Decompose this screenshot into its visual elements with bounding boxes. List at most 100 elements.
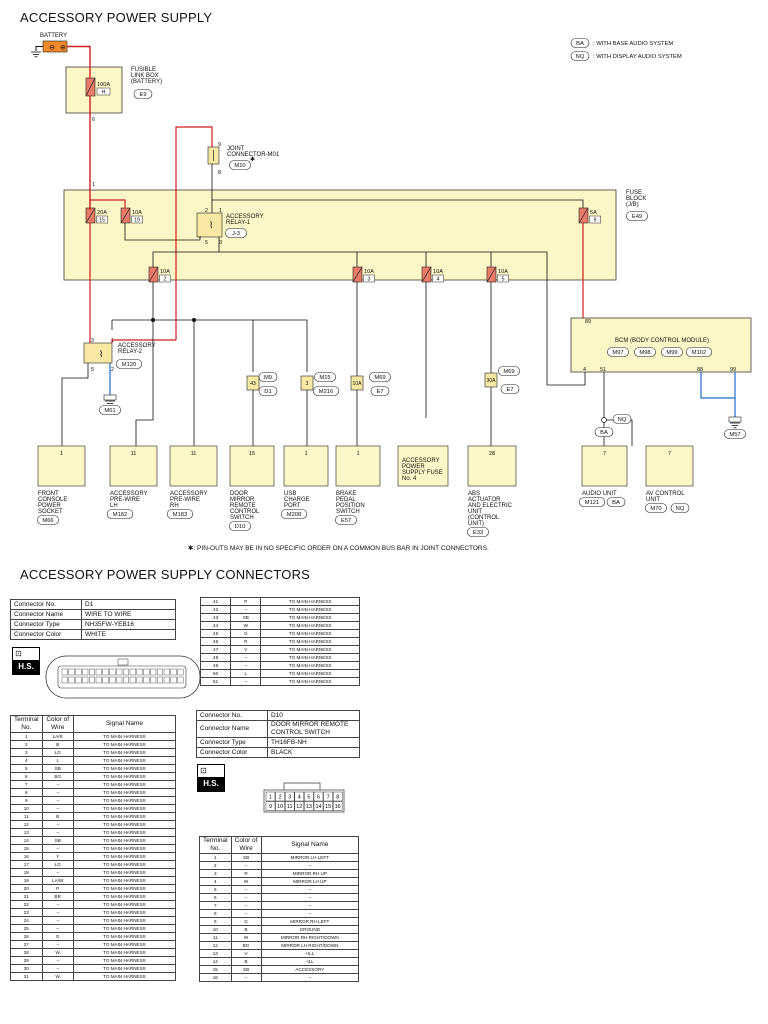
- bcm-connector-label: M98: [639, 350, 650, 356]
- table-cell: –: [230, 653, 262, 662]
- inline-connector-label: M216: [319, 389, 334, 395]
- star-icon: ✱: [250, 156, 255, 163]
- connector-cavity: [275, 791, 285, 802]
- table-cell: SB: [41, 764, 74, 773]
- bcm-connector: [607, 347, 629, 357]
- legend-text: : WITH DISPLAY AUDIO SYSTEM: [593, 54, 682, 60]
- table-cell: TO MAIN HARNESS: [72, 972, 177, 981]
- fuse-20a-amp: 20A: [97, 210, 107, 216]
- table-cell: 13: [199, 949, 232, 958]
- table-cell: –: [260, 885, 360, 894]
- table-cell: P: [41, 884, 74, 893]
- load-pin: 1: [356, 451, 359, 457]
- bcm-connector: [634, 347, 656, 357]
- table-cell: –: [260, 973, 360, 982]
- inline-connector: [500, 384, 520, 394]
- fuse-5a-9-slash: [578, 207, 589, 224]
- column-header: Terminal No.: [199, 836, 232, 854]
- d10-info-cell: Connector No.: [196, 710, 268, 721]
- table-cell: TO MAIN HARNESS: [72, 884, 177, 893]
- connector-cavity: [304, 801, 314, 811]
- bcm-connector-label: M102: [692, 350, 707, 356]
- table-cell: –: [260, 901, 360, 910]
- pin-label: 2: [111, 367, 114, 373]
- load-pin: 1: [60, 451, 63, 457]
- fuse-10a-19-slash: [120, 207, 131, 224]
- load-box: [37, 445, 86, 487]
- table-cell: TO MAIN HARNESS: [72, 860, 177, 869]
- connector-cavity: [284, 801, 295, 811]
- load-pin: 1: [304, 451, 307, 457]
- table-cell: MIRROR LH UP: [260, 877, 360, 886]
- d1-info-cell: Connector Type: [10, 619, 82, 630]
- connector-cavity: [116, 668, 123, 676]
- connector-cavity: [122, 668, 129, 676]
- column-header: Signal Name: [72, 715, 177, 733]
- fuse-10a-3-num-box: [363, 274, 375, 283]
- load-label: ABS: [468, 491, 480, 497]
- table-row: 24–TO MAIN HARNESS: [10, 916, 177, 925]
- load-label: ACTUATOR: [468, 497, 501, 503]
- connector-cavity: [304, 791, 314, 802]
- fuse-5a-9-num-box: [589, 215, 601, 224]
- fuse-10a-5-slash: [486, 266, 497, 283]
- d10-info-cell: D10: [267, 710, 360, 721]
- table-cell: –: [230, 605, 262, 614]
- d10-info-cell: BLACK: [267, 747, 360, 758]
- battery-ground-wire: [35, 46, 43, 51]
- table-cell: TO MAIN HARNESS: [260, 605, 360, 614]
- load-label: UNIT: [468, 509, 482, 515]
- table-row: 10–TO MAIN HARNESS: [10, 804, 177, 813]
- load-pin: 28: [489, 451, 495, 457]
- table-cell: 4: [199, 877, 232, 886]
- cavity-number: 5: [307, 795, 310, 801]
- load-label: ACCESSORY: [110, 491, 148, 497]
- fusible-connector: [133, 89, 153, 99]
- table-cell: 28: [10, 948, 43, 957]
- table-cell: 45: [199, 629, 232, 638]
- connector-cavity: [150, 676, 157, 684]
- load-inner-label: POWER: [402, 464, 425, 470]
- table-cell: 19: [10, 876, 43, 885]
- table-cell: 20: [10, 884, 43, 893]
- table-cell: –: [230, 677, 262, 686]
- load-box: [109, 445, 158, 487]
- table-cell: TO MAIN HARNESS: [72, 916, 177, 925]
- table-row: 8––: [199, 909, 360, 918]
- connector-cavity: [294, 791, 305, 802]
- table-cell: TO MAIN HARNESS: [260, 613, 360, 622]
- load-label: UNIT): [468, 521, 484, 527]
- table-cell: 4: [10, 756, 43, 765]
- load-label: PORT: [284, 503, 301, 509]
- table-cell: B: [230, 957, 262, 966]
- load-label: CHARGE: [284, 497, 310, 503]
- cavity-number: 9: [269, 804, 272, 810]
- table-cell: TO MAIN HARNESS: [72, 772, 177, 781]
- table-cell: TO MAIN HARNESS: [72, 956, 177, 965]
- table-cell: L: [41, 756, 74, 765]
- table-cell: TO MAIN HARNESS: [72, 828, 177, 837]
- load-connector-label: M66: [42, 518, 53, 524]
- table-cell: –: [41, 868, 74, 877]
- table-row: 7––: [199, 901, 360, 910]
- load-label: LH: [110, 503, 118, 509]
- table-cell: BG: [41, 772, 74, 781]
- battery-positive-wire: [67, 45, 91, 78]
- fusible-id-box: [96, 87, 111, 96]
- connector-cavity: [102, 668, 109, 676]
- ground-connector-label: M57: [729, 432, 740, 438]
- load-connector-label: M183: [173, 512, 188, 518]
- legend-text: : WITH BASE AUDIO SYSTEM: [593, 41, 673, 47]
- connector-cavity: [332, 801, 343, 811]
